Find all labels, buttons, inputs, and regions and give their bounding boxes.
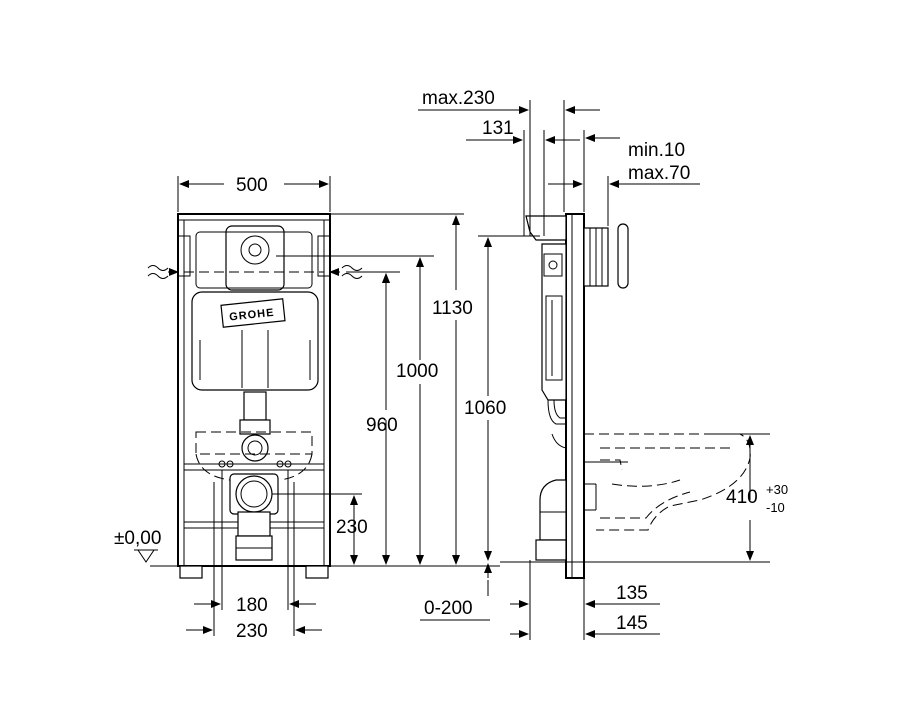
dim-bowl-410: 410 <box>726 487 758 508</box>
floor-level-label: ±0,00 <box>114 528 161 549</box>
flush-button <box>617 223 629 289</box>
dim-width-500: 500 <box>236 175 268 196</box>
dim-spacing-230: 230 <box>236 621 268 642</box>
dim-max-70: max.70 <box>628 163 690 184</box>
dim-bowl-tol-minus: -10 <box>766 500 785 515</box>
dim-spacing-180: 180 <box>236 595 268 616</box>
side-view: max.230 131 min.10 max.70 1060 0-200 <box>418 88 788 640</box>
water-supply-left-icon <box>147 265 179 279</box>
dim-outlet-230: 230 <box>336 517 368 538</box>
brand-logo-plate <box>220 298 286 328</box>
dim-height-1060: 1060 <box>464 398 506 419</box>
brand-logo: GROHE <box>229 307 275 324</box>
dim-max-230: max.230 <box>422 88 495 109</box>
dim-height-960: 960 <box>366 415 398 436</box>
dim-131: 131 <box>482 118 514 139</box>
dim-adj-0-200: 0-200 <box>424 598 473 619</box>
front-view: GROHE <box>114 175 500 642</box>
side-frame <box>565 213 585 579</box>
dim-bowl-tol-plus: +30 <box>766 482 788 497</box>
dim-145: 145 <box>616 613 648 634</box>
dim-height-1130: 1130 <box>432 298 473 319</box>
dim-135: 135 <box>616 583 648 604</box>
water-supply-right-icon <box>329 265 363 279</box>
wc-bowl-outline <box>584 433 751 531</box>
dim-height-1000: 1000 <box>396 361 438 382</box>
dim-min-10: min.10 <box>628 140 685 161</box>
